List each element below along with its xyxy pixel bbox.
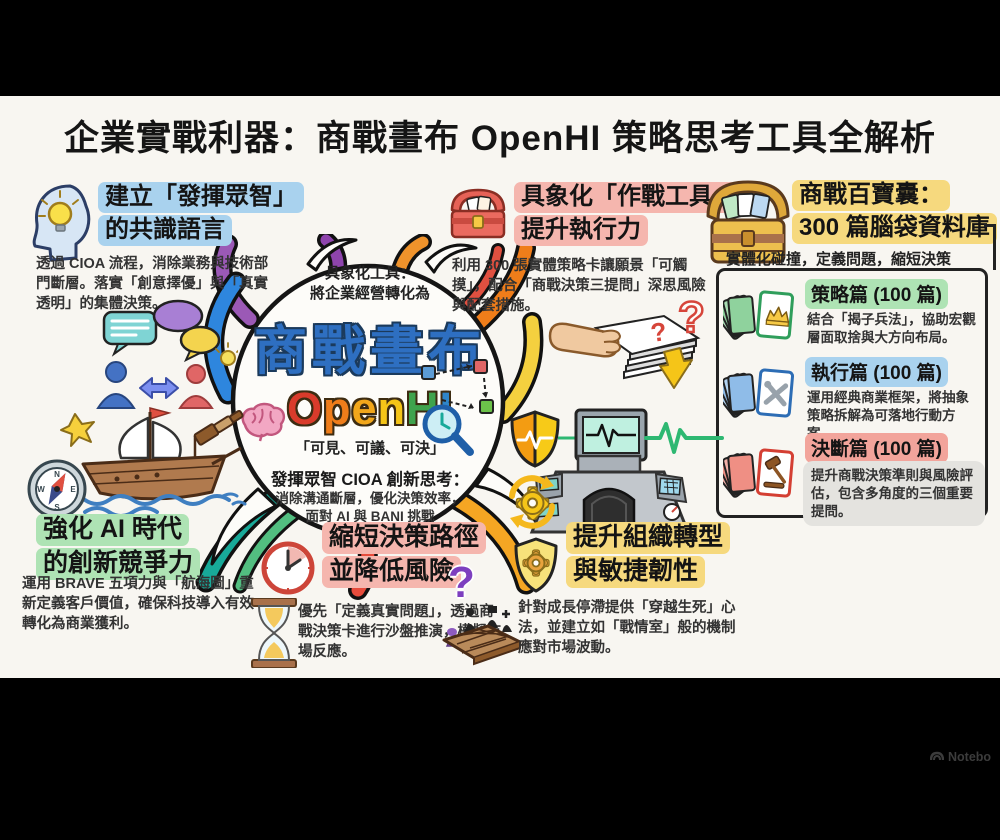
hand-cards-icon: ? ? — [548, 296, 706, 389]
brand-letter: n — [377, 382, 407, 434]
resilience-illustration — [509, 408, 724, 534]
center-product-name: 商戰畫布 — [254, 321, 486, 381]
brain-icon — [241, 402, 286, 442]
consensus-title-line2: 的共識語言 — [98, 215, 232, 246]
execution-card-body: 運用經典商業框架，將抽象策略拆解為可落地行動方案。 — [807, 390, 969, 441]
strategy-card-body: 結合「揭子兵法」，協助宏觀層面取捨與大方向布局。 — [807, 312, 976, 345]
purple-question-icon: ? — [448, 558, 475, 607]
red-card-fan-icon — [723, 448, 795, 498]
star-icon — [60, 413, 95, 447]
section-tools-title: 具象化「作戰工具」 提升執行力 — [514, 182, 744, 246]
center-footer-line1: 發揮眾智 CIOA 創新思考： — [270, 470, 470, 489]
compass-w: W — [37, 485, 45, 494]
execution-card-label: 執行篇 (100 篇) — [805, 357, 948, 387]
agility-body: 針對成長停滯提供「穿越生死」心法，並建立如「戰情室」般的機制應對市場波動。 — [518, 600, 736, 656]
center-burst-arcs — [195, 234, 544, 600]
section-decision-title: 縮短決策路徑 並降低風險 — [322, 522, 487, 588]
center-tagline: 「可見、可議、可決」 — [294, 439, 445, 457]
treasury-title-line2: 300 篇腦袋資料庫 — [792, 213, 997, 244]
brand-wordmark: OpenHI — [287, 383, 453, 435]
treasury-panel: 策略篇 (100 篇) 結合「揭子兵法」，協助宏觀層面取捨與大方向布局。 — [716, 268, 988, 527]
center-kicker-line1: 具象化工具： — [324, 265, 415, 282]
telescope-icon — [193, 409, 244, 446]
gear-cycle-icon — [509, 475, 555, 529]
war-room-bunker-icon — [529, 454, 691, 534]
tools-title-line2: 提升執行力 — [514, 215, 648, 246]
center-kicker-line2: 將企業經營轉化為 — [309, 285, 430, 303]
compass-s: S — [54, 503, 60, 512]
decision-title-line2: 並降低風險 — [322, 556, 462, 588]
head-lightbulb-icon — [32, 184, 91, 262]
brand-letter: e — [351, 382, 378, 434]
shield-gear-icon — [514, 537, 558, 593]
card-question-glyph: ? — [649, 316, 669, 348]
verdict-card-body: 提升商戰決策準則與風險評估，包含多角度的三個重要提問。 — [803, 461, 985, 527]
section-agility-title: 提升組織轉型 與敏捷韌性 — [566, 522, 731, 588]
center-footer-line2: 消除溝通斷層，優化決策效率， — [275, 490, 465, 506]
chessboard-icon — [442, 606, 522, 666]
magnifier-flowchart-icon — [421, 359, 494, 456]
center-footer-line3: 面對 AI 與 BANI 挑戰 — [305, 509, 435, 525]
section-consensus-title: 建立「發揮眾智」 的共識語言 — [98, 182, 304, 246]
consensus-title-line1: 建立「發揮眾智」 — [98, 182, 304, 213]
floating-question-glyph: ? — [678, 296, 705, 342]
agility-title-line1: 提升組織轉型 — [566, 522, 731, 554]
verdict-card-label: 決斷篇 (100 篇) — [805, 433, 948, 463]
green-card-fan-icon — [723, 290, 795, 340]
tools-title-line1: 具象化「作戰工具」 — [514, 182, 744, 213]
consensus-body: 透過 CIOA 流程，消除業務與技術部門斷層。落實「創意擇優」與「真實透明」的集… — [36, 256, 269, 312]
watermark-label: Notebo — [948, 750, 992, 764]
brand-letter: O — [286, 382, 323, 434]
decision-body: 優先「定義真實問題」，透過商戰決策卡進行沙盤推演，模擬市場反應。 — [298, 604, 501, 660]
brand-letter: p — [322, 382, 352, 434]
treasury-bracket-line — [984, 224, 996, 270]
watermark: Notebo — [930, 750, 1000, 764]
section-treasury-title: 商戰百寶囊： 300 篇腦袋資料庫 — [792, 180, 997, 244]
section-ai-title: 強化 AI 時代 的創新競爭力 — [36, 514, 201, 580]
compass-e: E — [70, 485, 76, 494]
clock-icon — [261, 541, 315, 595]
red-chest-icon — [450, 188, 506, 239]
agility-title-line2: 與敏捷韌性 — [566, 556, 706, 588]
treasury-title-line1: 商戰百寶囊： — [792, 180, 950, 211]
gold-chest-icon — [706, 180, 790, 264]
notebook-logo-icon — [930, 751, 944, 761]
ai-title-line1: 強化 AI 時代 — [36, 514, 189, 546]
page-title: 企業實戰利器：商戰畫布 OpenHI 策略思考工具全解析 — [64, 119, 936, 158]
ai-body: 運用 BRAVE 五項力與「航海圖」重新定義客戶價值，確保科技導入有效轉化為商業… — [22, 576, 254, 632]
discussion-people-icon — [96, 299, 238, 409]
card-row-strategy — [723, 281, 801, 351]
hourglass-icon — [251, 598, 297, 668]
decision-title-line1: 縮短決策路徑 — [322, 522, 487, 554]
treasury-subtitle: 實體化碰撞，定義問題，縮短決策 — [726, 251, 952, 268]
center-text-block: 具象化工具： 將企業經營轉化為 商戰畫布 OpenHI 「可見、可議、可決」 發… — [238, 264, 502, 527]
card-row-execution — [723, 359, 801, 429]
compass-icon: N E S W — [27, 459, 87, 519]
tools-body: 利用 300 張實體策略卡讓願景「可觸摸」，配合「商戰決策三提問」深思風險與配套… — [452, 258, 706, 314]
compass-n: N — [54, 470, 60, 479]
card-row-verdict — [723, 439, 801, 513]
blue-card-fan-icon — [723, 368, 795, 418]
paper-background: 企業實戰利器：商戰畫布 OpenHI 策略思考工具全解析 — [0, 96, 1000, 764]
shield-heartbeat-icon — [510, 410, 560, 468]
strategy-card-label: 策略篇 (100 篇) — [805, 279, 948, 309]
ai-title-line2: 的創新競爭力 — [36, 548, 201, 580]
